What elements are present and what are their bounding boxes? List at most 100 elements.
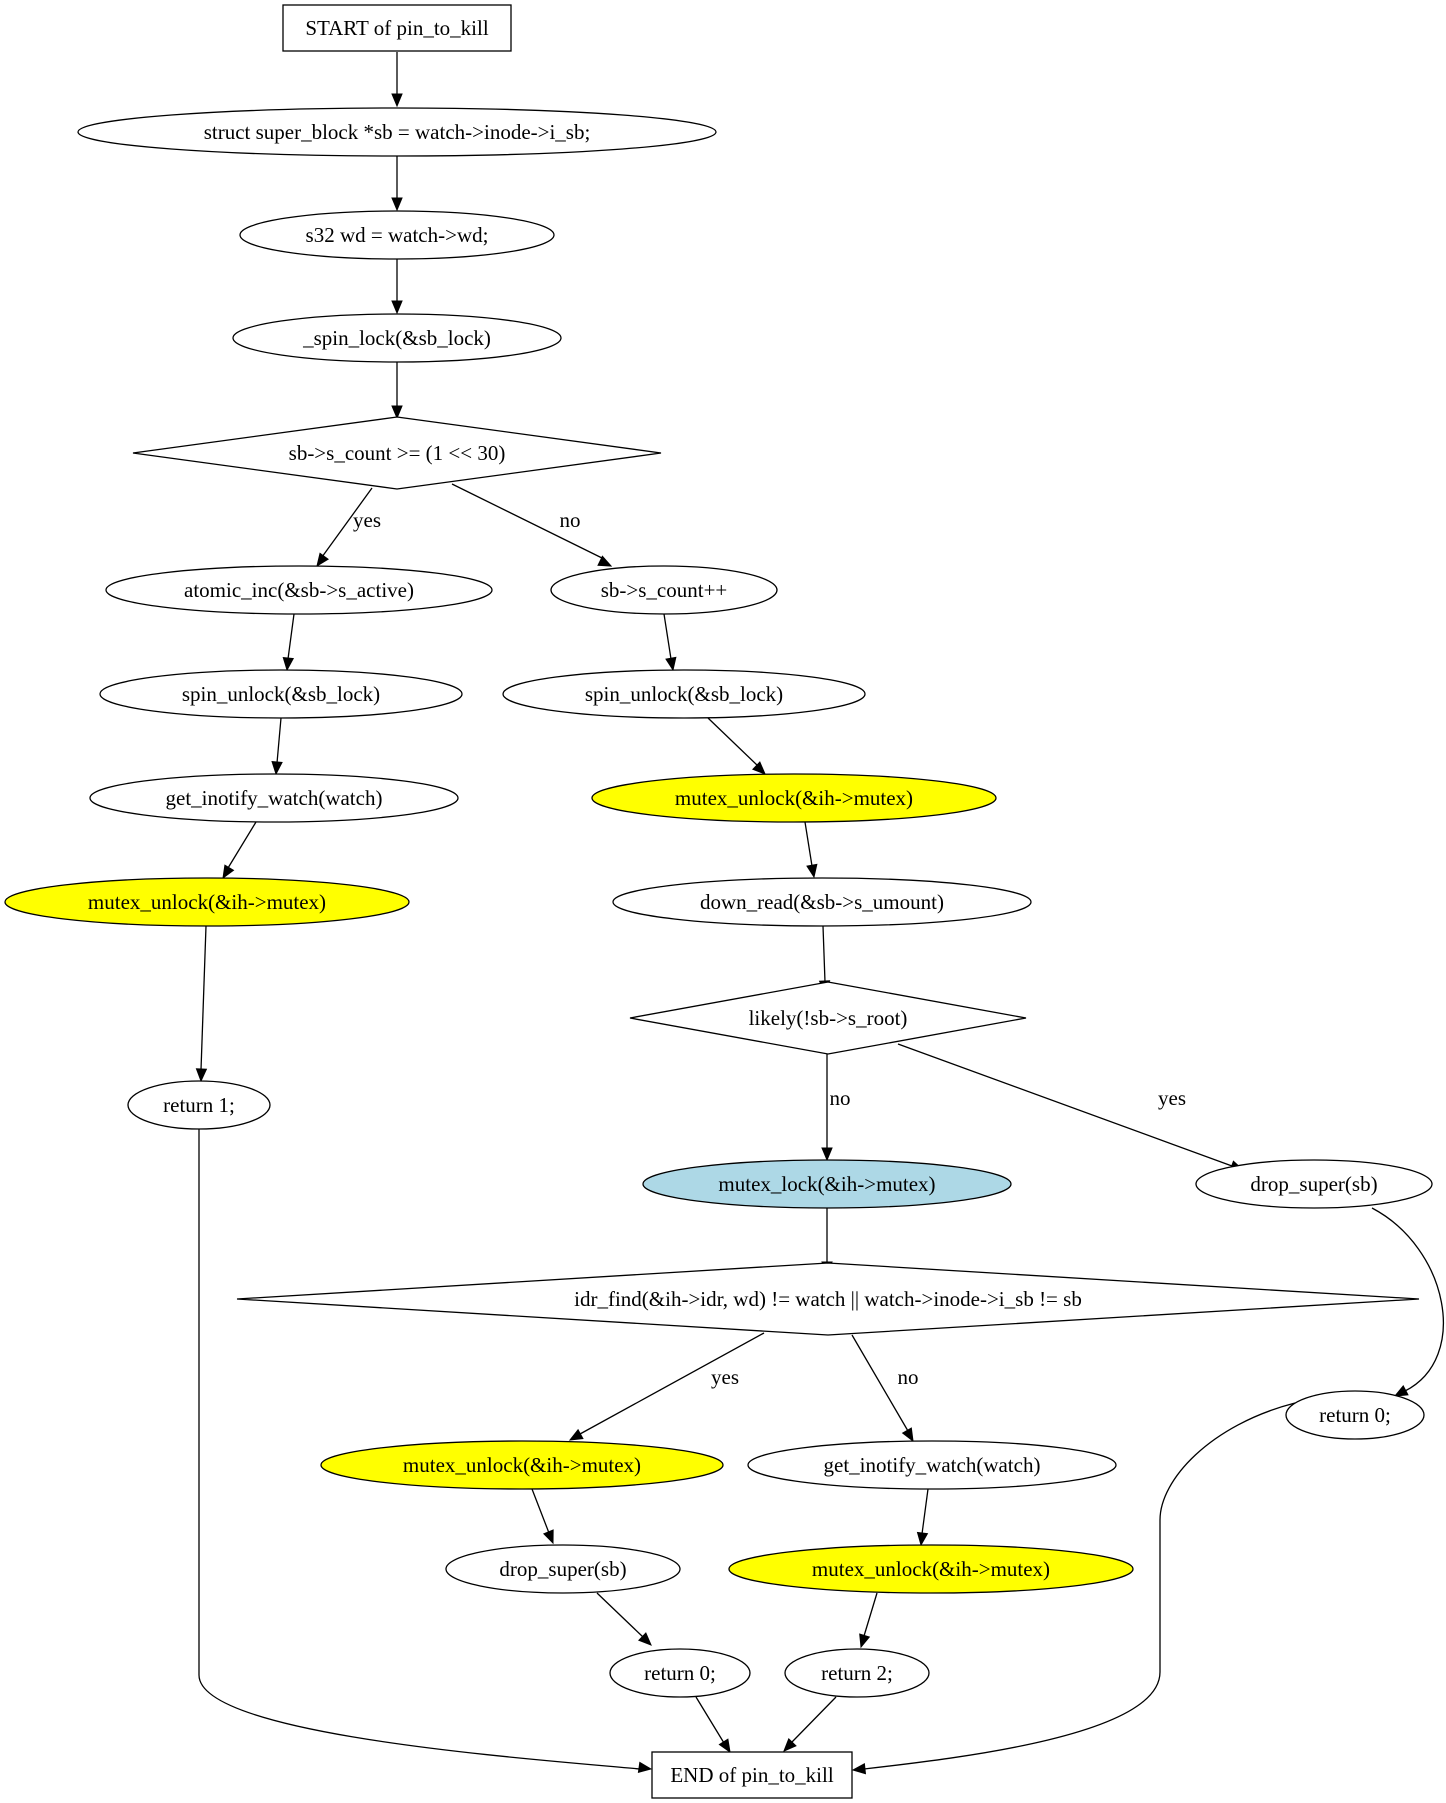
- edge-n12-to-end: [198, 1129, 653, 1773]
- node-ellipse-shape: [609, 1648, 751, 1698]
- edge-n17-to-n19: [916, 1488, 929, 1547]
- edge-line: [287, 613, 295, 660]
- edge-line: [1371, 1207, 1444, 1392]
- node-n16: mutex_unlock(&ih->mutex): [320, 1440, 724, 1490]
- node-label: return 0;: [644, 1661, 716, 1685]
- edge-d3-to-n16: yes: [568, 1332, 765, 1441]
- edge-n20-to-end: [695, 1696, 731, 1754]
- node-n18: drop_super(sb): [445, 1544, 681, 1594]
- node-label: START of pin_to_kill: [305, 16, 489, 40]
- node-n7: spin_unlock(&sb_lock): [502, 669, 866, 719]
- arrowhead-icon: [391, 300, 403, 315]
- edge-d2-to-n14: yes: [897, 1043, 1245, 1172]
- node-n12: return 1;: [127, 1080, 271, 1130]
- arrowhead-icon: [195, 1068, 208, 1083]
- node-n4: atomic_inc(&sb->s_active): [105, 565, 493, 615]
- node-ellipse-shape: [591, 773, 997, 823]
- node-label: down_read(&sb->s_umount): [700, 890, 944, 914]
- node-label: idr_find(&ih->idr, wd) != watch || watch…: [574, 1287, 1082, 1311]
- edge-label: yes: [711, 1365, 739, 1389]
- edge-d3-to-n17: no: [851, 1334, 919, 1443]
- arrowhead-icon: [783, 1738, 797, 1752]
- node-ellipse-shape: [239, 210, 555, 260]
- edge-line: [579, 1332, 765, 1435]
- edge-line: [276, 717, 282, 764]
- edge-line: [707, 717, 759, 767]
- node-ellipse-shape: [77, 107, 717, 157]
- edge-line: [451, 483, 603, 559]
- node-label: mutex_unlock(&ih->mutex): [675, 786, 913, 810]
- edge-line: [863, 1402, 1296, 1770]
- edge-line: [227, 821, 257, 869]
- node-diamond-shape: [629, 981, 1027, 1055]
- arrowhead-icon: [637, 1761, 653, 1773]
- node-ellipse-shape: [89, 773, 459, 823]
- arrowhead-icon: [718, 1738, 731, 1754]
- node-ellipse-shape: [127, 1080, 271, 1130]
- node-end: END of pin_to_kill: [651, 1751, 853, 1799]
- node-label: sb->s_count >= (1 << 30): [289, 441, 506, 465]
- node-ellipse-shape: [320, 1440, 724, 1490]
- edge-n19-to-n21: [859, 1592, 878, 1649]
- node-box-shape: [651, 1751, 853, 1799]
- node-ellipse-shape: [612, 877, 1032, 927]
- edge-n5-to-n7: [663, 613, 677, 672]
- node-ellipse-shape: [784, 1648, 930, 1698]
- edge-label: no: [560, 508, 581, 532]
- edge-n21-to-end: [783, 1696, 837, 1752]
- edge-line: [531, 1488, 550, 1534]
- arrowhead-icon: [391, 93, 403, 108]
- node-label: mutex_unlock(&ih->mutex): [812, 1557, 1050, 1581]
- node-n15: return 0;: [1285, 1390, 1425, 1440]
- node-n2: s32 wd = watch->wd;: [239, 210, 555, 260]
- edge-line: [321, 487, 373, 558]
- node-start: START of pin_to_kill: [282, 4, 512, 52]
- node-ellipse-shape: [550, 565, 778, 615]
- arrowhead-icon: [916, 1531, 929, 1547]
- node-n1: struct super_block *sb = watch->inode->i…: [77, 107, 717, 157]
- arrowhead-icon: [316, 552, 329, 568]
- node-label: return 2;: [821, 1661, 893, 1685]
- node-ellipse-shape: [445, 1544, 681, 1594]
- arrowhead-icon: [282, 656, 295, 672]
- node-label: mutex_unlock(&ih->mutex): [403, 1453, 641, 1477]
- arrowhead-icon: [638, 1632, 652, 1646]
- edge-n8-to-n9: [222, 821, 257, 880]
- edge-label: no: [898, 1365, 919, 1389]
- node-box-shape: [282, 4, 512, 52]
- edge-line: [804, 821, 813, 867]
- edge-line: [921, 1488, 929, 1535]
- edge-n6-to-n8: [271, 717, 283, 776]
- node-label: _spin_lock(&sb_lock): [302, 326, 491, 350]
- node-ellipse-shape: [502, 669, 866, 719]
- node-label: drop_super(sb): [1250, 1172, 1377, 1196]
- arrowhead-icon: [851, 1762, 867, 1775]
- edge-n14-to-n15: [1371, 1207, 1444, 1397]
- node-n3: _spin_lock(&sb_lock): [232, 313, 562, 363]
- edge-n3-to-d1: [391, 362, 403, 420]
- edge-line: [791, 1696, 837, 1743]
- node-label: END of pin_to_kill: [670, 1763, 833, 1787]
- arrowhead-icon: [271, 761, 283, 776]
- edge-line: [863, 1592, 878, 1637]
- edge-label: yes: [1158, 1086, 1186, 1110]
- edge-line: [200, 925, 207, 1071]
- node-label: get_inotify_watch(watch): [824, 1453, 1041, 1477]
- node-n17: get_inotify_watch(watch): [747, 1440, 1117, 1490]
- edge-n7-to-n10: [707, 717, 766, 775]
- node-label: mutex_lock(&ih->mutex): [718, 1172, 935, 1196]
- node-label: get_inotify_watch(watch): [166, 786, 383, 810]
- node-ellipse-shape: [1195, 1159, 1433, 1209]
- arrowhead-icon: [391, 197, 403, 212]
- node-n6: spin_unlock(&sb_lock): [99, 669, 463, 719]
- arrowhead-icon: [1393, 1385, 1409, 1397]
- node-ellipse-shape: [4, 877, 410, 927]
- node-n8: get_inotify_watch(watch): [89, 773, 459, 823]
- edge-d2-to-n13: no: [821, 1054, 851, 1162]
- edge-d1-to-n4: yes: [316, 487, 381, 568]
- arrowhead-icon: [391, 405, 403, 420]
- node-label: return 0;: [1319, 1403, 1391, 1427]
- node-label: mutex_unlock(&ih->mutex): [88, 890, 326, 914]
- node-label: spin_unlock(&sb_lock): [585, 682, 783, 706]
